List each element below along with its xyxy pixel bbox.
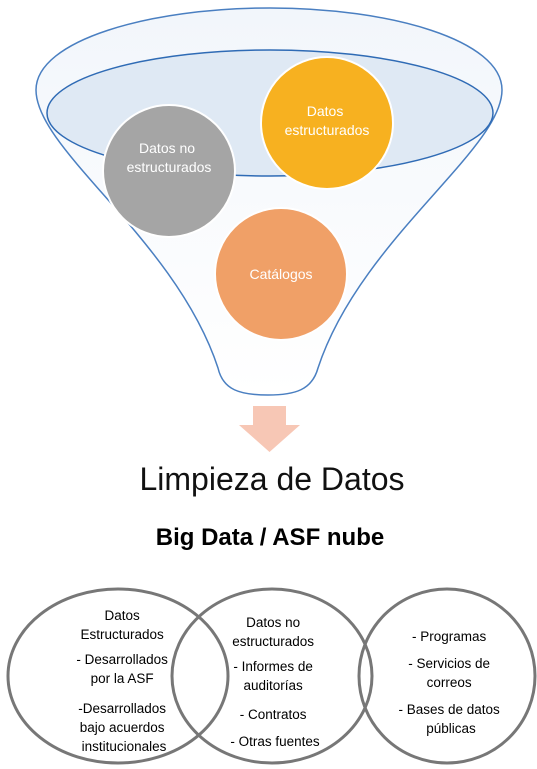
down-arrow-icon	[239, 406, 300, 452]
venn-right-line: públicas	[426, 721, 476, 736]
venn-middle-text: Datos no estructurados - Informes de aud…	[230, 615, 320, 749]
venn-right-text: - Programas - Servicios de correos - Bas…	[398, 629, 503, 736]
venn-right-line: - Servicios de	[408, 656, 490, 671]
page-title: Limpieza de Datos	[139, 461, 404, 497]
venn-circle-right	[357, 587, 537, 765]
venn-left-line: - Desarrollados	[76, 652, 168, 667]
circle-structured-line-2: estructurados	[285, 122, 370, 138]
venn-circle-left	[6, 587, 230, 765]
venn-left-text: Datos Estructurados - Desarrollados por …	[76, 608, 171, 754]
venn-middle-line: estructurados	[232, 634, 314, 649]
circle-unstructured-data	[102, 104, 236, 238]
circle-unstructured-line-1: Datos no	[139, 140, 195, 156]
circle-structured-data	[260, 56, 394, 190]
venn-left-line: Datos	[104, 608, 140, 623]
venn-middle-line: - Informes de	[233, 659, 313, 674]
venn-circle-middle	[170, 587, 374, 765]
venn-left-line: institucionales	[82, 739, 167, 754]
circle-catalogs-label: Catálogos	[249, 266, 312, 282]
page-subtitle: Big Data / ASF nube	[156, 524, 384, 551]
venn-middle-line: - Contratos	[240, 707, 307, 722]
venn-middle-line: Datos no	[246, 615, 300, 630]
venn-left-line: Estructurados	[80, 627, 164, 642]
circle-unstructured-label: Datos no estructurados	[127, 140, 212, 175]
venn-right-line: - Programas	[412, 629, 487, 644]
venn-left-line: -Desarrollados	[78, 701, 166, 716]
venn-right-line: correos	[427, 675, 472, 690]
circle-structured-line-1: Datos	[307, 103, 344, 119]
circle-unstructured-line-2: estructurados	[127, 159, 212, 175]
circle-structured-label: Datos estructurados	[285, 103, 370, 138]
venn-left-line: por la ASF	[91, 671, 154, 686]
venn-left-line: bajo acuerdos	[80, 720, 165, 735]
venn-right-line: - Bases de datos	[398, 702, 500, 717]
venn-middle-line: - Otras fuentes	[230, 734, 320, 749]
circle-catalogs	[214, 207, 348, 341]
venn-middle-line: auditorías	[243, 678, 303, 693]
